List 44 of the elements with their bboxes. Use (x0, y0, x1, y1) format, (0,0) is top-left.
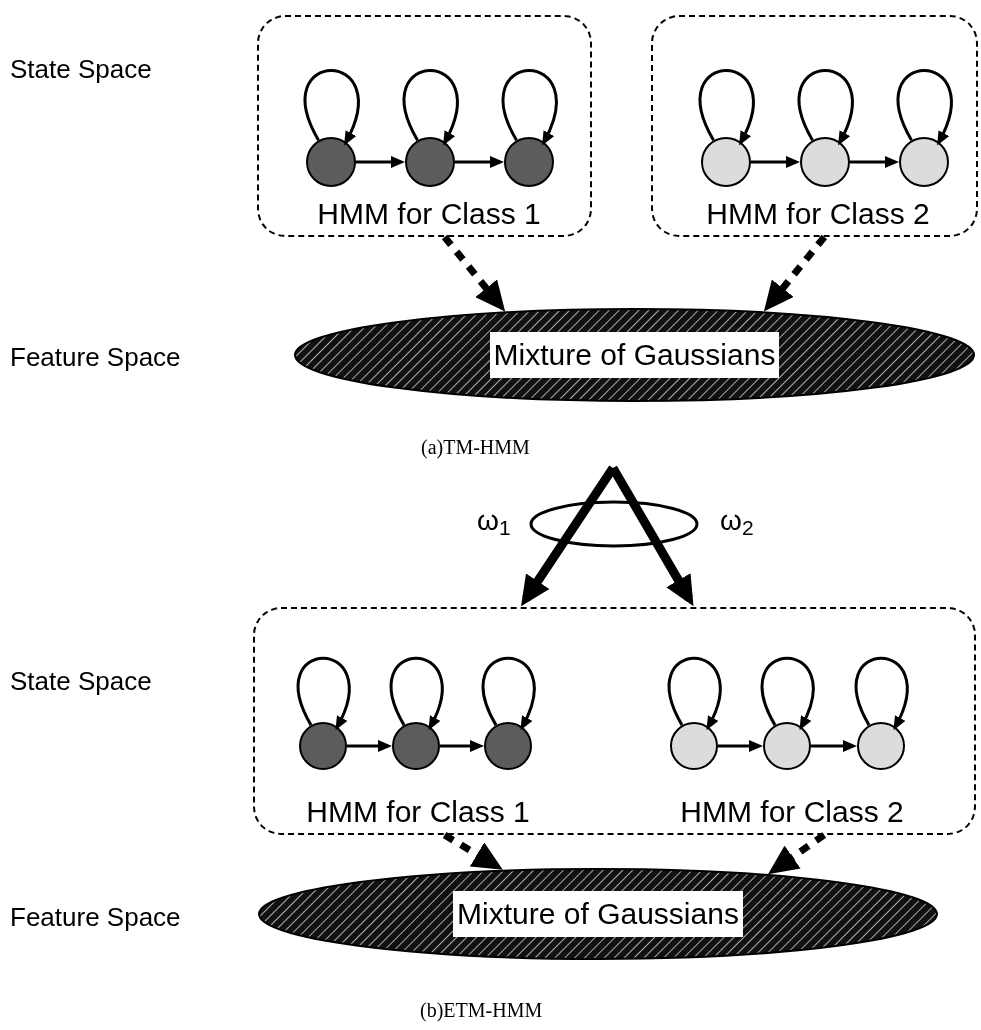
self-loop-arrow (501, 69, 558, 146)
hatched-ellipse (258, 868, 938, 960)
figure-caption: (a)TM-HMM (421, 435, 530, 461)
arrow (347, 740, 392, 752)
ellipse-label: Mixture of Gaussians (453, 891, 743, 937)
self-loop-arrow (896, 69, 953, 146)
arrow (811, 740, 857, 752)
arrow (442, 832, 503, 870)
weight-label: ω$_{2}$ (720, 504, 754, 542)
arrow (751, 156, 800, 168)
self-loop-arrow (481, 656, 536, 731)
self-loop-arrow (296, 656, 351, 731)
self-loop-arrow (303, 69, 360, 146)
weight-label: ω$_{1}$ (477, 504, 511, 542)
dashed-group-box (253, 607, 976, 835)
group-title: HMM for Class 1 (306, 795, 530, 829)
arrow (718, 740, 763, 752)
group-title: HMM for Class 2 (706, 197, 930, 231)
self-loop-arrow (854, 656, 909, 731)
self-loop-arrow (797, 69, 854, 146)
self-loop-arrow (402, 69, 459, 146)
self-loop-arrow (698, 69, 755, 146)
group-title: HMM for Class 2 (680, 795, 904, 829)
self-loop-arrow (667, 656, 722, 731)
arrow (440, 740, 484, 752)
arrow (768, 832, 827, 875)
row-label: State Space (10, 665, 152, 698)
arrow (763, 234, 828, 312)
arrow (356, 156, 405, 168)
dashed-group-box (651, 15, 978, 237)
ellipse-label: Mixture of Gaussians (489, 332, 780, 378)
hatched-ellipse (294, 308, 975, 402)
arrow (441, 234, 506, 312)
self-loop-arrow (760, 656, 815, 731)
arrow (455, 156, 504, 168)
self-loop-arrow (389, 656, 444, 731)
row-label: Feature Space (10, 341, 181, 374)
arrow (609, 465, 694, 607)
arrow (850, 156, 899, 168)
row-label: Feature Space (10, 901, 181, 934)
group-title: HMM for Class 1 (317, 197, 541, 231)
row-label: State Space (10, 53, 152, 86)
figure-caption: (b)ETM-HMM (420, 998, 543, 1024)
dashed-group-box (257, 15, 592, 237)
